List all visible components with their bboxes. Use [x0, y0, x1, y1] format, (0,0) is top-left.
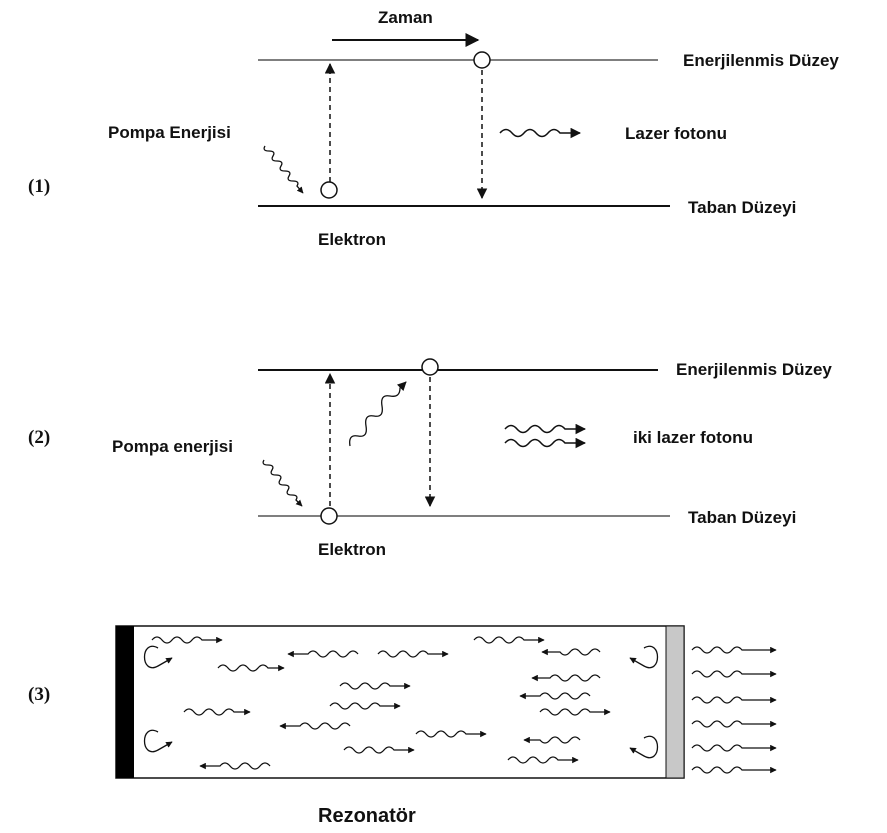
ground-level-label-1: Taban Düzeyi: [688, 198, 796, 217]
reflection-loop-left-2: [144, 729, 173, 753]
electron-label-1: Elektron: [318, 230, 386, 249]
output-beam-1: [691, 646, 777, 654]
cavity-photon-l1: [287, 650, 359, 658]
output-beam-6: [691, 766, 777, 774]
reflection-loop-right-1: [629, 645, 658, 669]
cavity-photon-r9: [343, 746, 415, 754]
pump-wave-1: [263, 145, 304, 194]
cavity-photon-l4: [519, 692, 591, 700]
cavity-photon-l2: [541, 648, 601, 656]
laser-photon-1: [499, 127, 582, 139]
pump-wave-2: [262, 459, 303, 507]
electron-label-2: Elektron: [318, 540, 386, 559]
output-beam-3: [691, 696, 777, 704]
resonator-label: Rezonatör: [318, 805, 416, 827]
cavity-photon-r7: [329, 702, 401, 710]
photons-label-2: iki lazer fotonu: [633, 428, 753, 447]
resonator-cavity: [115, 625, 685, 779]
cavity-photon-l3: [531, 674, 601, 682]
panel-2-number: (2): [28, 427, 50, 448]
panel-1-number: (1): [28, 176, 50, 197]
cavity-photon-r10: [507, 756, 579, 764]
output-beam-4: [691, 720, 777, 728]
output-beam-2: [691, 670, 777, 678]
electron-ground-2: [320, 507, 338, 525]
cavity-photon-r8: [415, 730, 487, 738]
pump-label-1: Pompa Enerjisi: [108, 123, 231, 142]
time-label: Zaman: [378, 8, 433, 27]
cavity-photon-r1: [151, 636, 223, 644]
cavity-photon-r5: [339, 682, 411, 690]
cavity-photon-r4: [473, 636, 545, 644]
panel-2: (2) Enerjilenmis Düzey Taban Düzeyi Pomp…: [28, 358, 832, 559]
stimulating-photon: [349, 381, 407, 447]
cavity-photon-r3: [377, 650, 449, 658]
reflection-loop-left-1: [144, 645, 173, 669]
full-mirror: [116, 626, 134, 778]
cavity-photon-l5: [279, 722, 351, 730]
cavity-photon-l6: [199, 762, 271, 770]
electron-excited-2: [421, 358, 439, 376]
photon-label-1: Lazer fotonu: [625, 124, 727, 143]
electron-ground-1: [320, 181, 338, 199]
laser-photon-2a: [504, 423, 587, 435]
partial-mirror: [665, 625, 685, 779]
cavity-photon-l7: [523, 736, 581, 744]
excited-level-label-1: Enerjilenmis Düzey: [683, 51, 839, 70]
ground-level-label-2: Taban Düzeyi: [688, 508, 796, 527]
panel-3-number: (3): [28, 684, 50, 705]
panel-1: (1) Zaman Enerjilenmis Düzey Taban Düzey…: [28, 8, 839, 249]
cavity-photon-r6: [183, 708, 251, 716]
excited-level-label-2: Enerjilenmis Düzey: [676, 360, 832, 379]
cavity-photon-r2: [217, 664, 285, 672]
output-beam-5: [691, 744, 777, 752]
cavity-photon-r11: [539, 708, 611, 716]
pump-label-2: Pompa enerjisi: [112, 437, 233, 456]
panel-3: (3): [28, 625, 777, 827]
electron-excited-1: [473, 51, 491, 69]
laser-photon-2b: [504, 437, 587, 449]
reflection-loop-right-2: [629, 735, 658, 759]
